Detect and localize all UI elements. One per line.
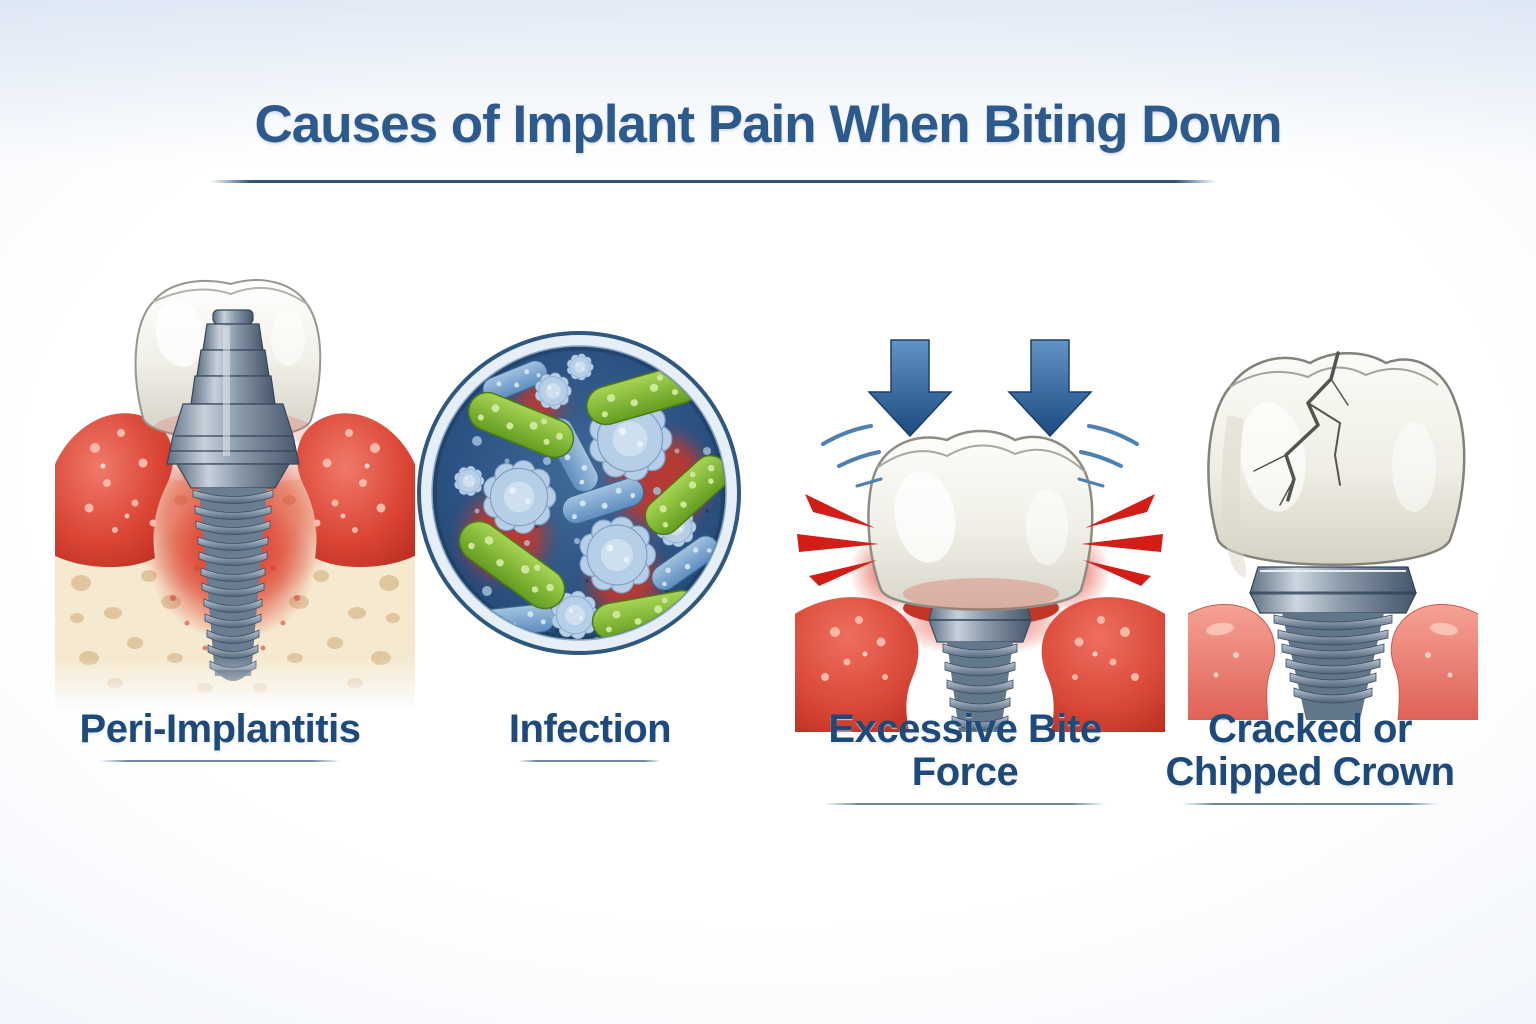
implant-abutment-screw bbox=[1249, 566, 1417, 720]
crack-lines bbox=[1253, 351, 1349, 506]
label-underline bbox=[519, 760, 661, 763]
label-underline bbox=[824, 803, 1106, 806]
label-text: Peri-Implantitis bbox=[79, 707, 361, 751]
bone-bottom-fade bbox=[55, 658, 415, 708]
label-text: Infection bbox=[508, 707, 672, 751]
inflamed-gums bbox=[795, 597, 1165, 732]
cracked-crown-illustration bbox=[1188, 351, 1478, 720]
cracked-crown bbox=[1207, 351, 1466, 578]
label-peri-implantitis: Peri-Implantitis bbox=[55, 707, 385, 763]
implant-abutment-screw bbox=[928, 595, 1032, 732]
tooth-crown bbox=[867, 429, 1094, 611]
panel-cracked-crown bbox=[1188, 345, 1478, 720]
implant-post-and-screw bbox=[166, 309, 300, 681]
page-title: Causes of Implant Pain When Biting Down bbox=[254, 95, 1283, 154]
bacteria-field bbox=[433, 347, 725, 639]
label-underline bbox=[1182, 803, 1438, 806]
panel-infection bbox=[417, 331, 741, 655]
pain-spikes bbox=[797, 494, 1163, 586]
implant-inflamed-gums-illustration bbox=[55, 279, 415, 708]
label-text: Cracked or Chipped Crown bbox=[1165, 707, 1455, 795]
bacteria-microscope-illustration bbox=[417, 331, 741, 655]
label-infection: Infection bbox=[425, 707, 755, 763]
label-cracked-or-chipped-crown: Cracked or Chipped Crown bbox=[1125, 707, 1495, 806]
bite-force-arrows bbox=[867, 339, 1093, 438]
panel-peri-implantitis bbox=[55, 268, 415, 708]
gums bbox=[1188, 604, 1478, 720]
inflamed-gum-left bbox=[55, 413, 174, 567]
crown-bite-force-illustration bbox=[795, 339, 1165, 732]
small-cocci-dots bbox=[472, 387, 711, 639]
inflamed-gum-right bbox=[296, 413, 415, 567]
label-text: Excessive Bite Force bbox=[828, 707, 1102, 795]
label-excessive-bite-force: Excessive Bite Force bbox=[770, 707, 1160, 806]
panel-excessive-bite-force bbox=[795, 332, 1165, 732]
label-underline bbox=[99, 760, 341, 763]
impact-stress-marks bbox=[821, 424, 1139, 488]
title-divider bbox=[210, 180, 1216, 183]
